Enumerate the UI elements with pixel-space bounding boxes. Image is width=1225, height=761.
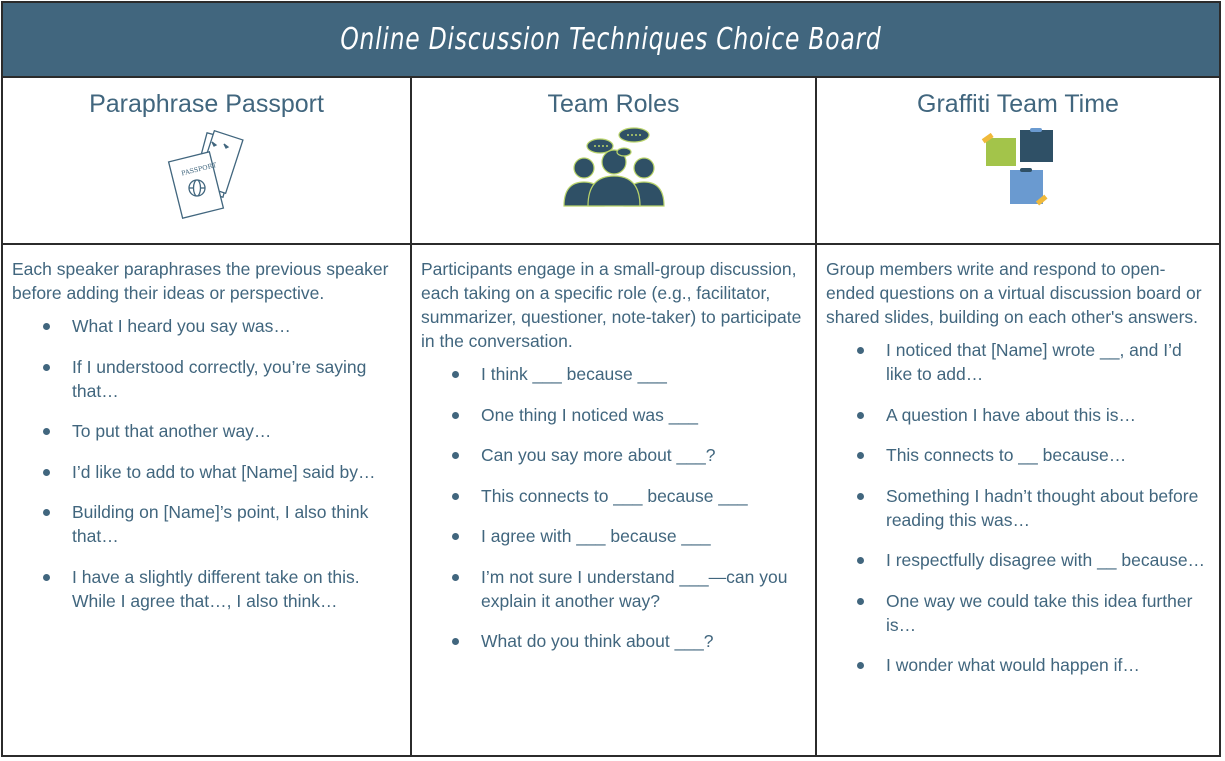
technique-description: Group members write and respond to open-… — [826, 259, 1202, 327]
technique-description: Participants engage in a small-group dis… — [421, 259, 802, 351]
list-item: One thing I noticed was ___ — [452, 403, 807, 427]
column-title: Graffiti Team Time — [917, 90, 1119, 118]
list-item: This connects to ___ because ___ — [452, 484, 807, 508]
list-item: I noticed that [Name] wrote __, and I’d … — [857, 338, 1211, 386]
column-paraphrase-passport: Paraphrase Passport PASSPORT — [3, 78, 412, 755]
column-header: Paraphrase Passport PASSPORT — [3, 78, 410, 245]
column-body: Participants engage in a small-group dis… — [412, 245, 815, 653]
sentence-starter-list: What I heard you say was… If I understoo… — [12, 314, 402, 613]
list-item: This connects to __ because… — [857, 443, 1211, 467]
list-item: I agree with ___ because ___ — [452, 524, 807, 548]
column-title: Team Roles — [547, 90, 680, 118]
board-title: Online Discussion Techniques Choice Boar… — [340, 22, 882, 57]
list-item: A question I have about this is… — [857, 403, 1211, 427]
column-header: Graffiti Team Time — [817, 78, 1219, 245]
sentence-starter-list: I think ___ because ___ One thing I noti… — [421, 362, 807, 653]
list-item: I have a slightly different take on this… — [43, 565, 402, 613]
sentence-starter-list: I noticed that [Name] wrote __, and I’d … — [826, 338, 1211, 677]
column-header: Team Roles — [412, 78, 815, 245]
list-item: To put that another way… — [43, 419, 402, 443]
passport-icon: PASSPORT — [167, 129, 247, 225]
list-item: I’d like to add to what [Name] said by… — [43, 460, 402, 484]
list-item: What I heard you say was… — [43, 314, 402, 338]
technique-description: Each speaker paraphrases the previous sp… — [12, 259, 389, 303]
column-title: Paraphrase Passport — [89, 90, 324, 118]
list-item: If I understood correctly, you’re saying… — [43, 355, 402, 403]
column-body: Group members write and respond to open-… — [817, 245, 1219, 677]
list-item: One way we could take this idea further … — [857, 589, 1211, 637]
group-discussion-icon — [562, 126, 666, 213]
column-body: Each speaker paraphrases the previous sp… — [3, 245, 410, 613]
column-graffiti-team-time: Graffiti Team Time Group members write a… — [817, 78, 1219, 755]
list-item: Can you say more about ___? — [452, 443, 807, 467]
list-item: I’m not sure I understand ___—can you ex… — [452, 565, 807, 613]
list-item: Something I hadn’t thought about before … — [857, 484, 1211, 532]
list-item: Building on [Name]’s point, I also think… — [43, 500, 402, 548]
list-item: I wonder what would happen if… — [857, 653, 1211, 677]
title-bar: Online Discussion Techniques Choice Boar… — [3, 3, 1219, 78]
column-team-roles: Team Roles — [412, 78, 817, 755]
sticky-notes-icon — [980, 128, 1056, 213]
list-item: I respectfully disagree with __ because… — [857, 548, 1211, 572]
list-item: I think ___ because ___ — [452, 362, 807, 386]
list-item: What do you think about ___? — [452, 629, 807, 653]
